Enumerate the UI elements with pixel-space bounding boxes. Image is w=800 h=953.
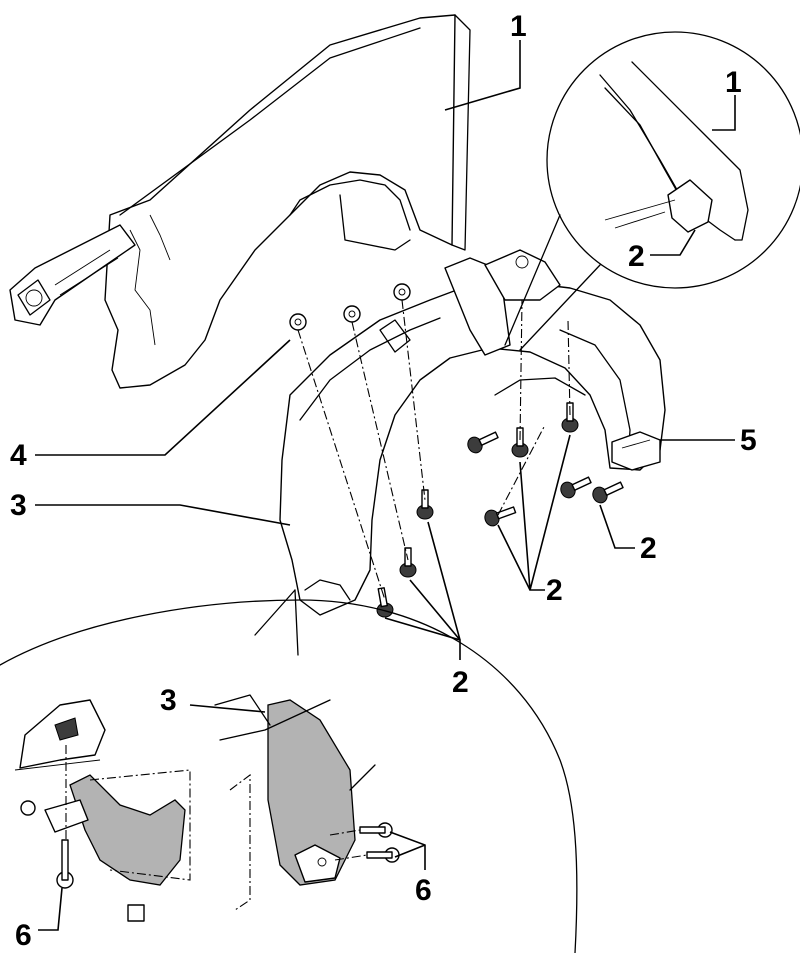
screws <box>376 402 624 618</box>
fender-panel <box>9 14 471 389</box>
callout-screws-bottom: 2 <box>452 666 469 699</box>
clip-3 <box>393 283 411 301</box>
detail-circle-bottom <box>0 589 578 953</box>
wheelhouse-liner <box>279 249 666 616</box>
bolt-right-icon-1 <box>359 822 393 838</box>
bolt-left-icon <box>56 839 74 889</box>
callout-bolt-right: 6 <box>415 874 432 907</box>
callout-screws-center: 2 <box>546 574 563 607</box>
bracket <box>611 431 661 471</box>
callout-labels: 1 1 2 2 2 2 3 3 4 5 6 6 <box>10 10 757 952</box>
callout-bracket: 5 <box>740 424 757 457</box>
callout-liner-main: 3 <box>10 489 27 522</box>
detail-circle-top <box>504 31 800 351</box>
assembly-lines <box>297 299 571 601</box>
callout-detail-top-fender: 1 <box>725 66 742 99</box>
callout-detail-top-clip: 2 <box>628 240 645 273</box>
leader-lines <box>35 40 736 931</box>
callout-fender: 1 <box>510 10 527 43</box>
callout-screws-right: 2 <box>640 532 657 565</box>
callout-liner-detail: 3 <box>160 684 177 717</box>
clip-2 <box>343 305 361 323</box>
callout-bolt-left: 6 <box>15 919 32 952</box>
callout-expanding-clip: 4 <box>10 439 27 472</box>
clip-1 <box>289 313 307 331</box>
bolt-right-icon-2 <box>366 847 400 863</box>
